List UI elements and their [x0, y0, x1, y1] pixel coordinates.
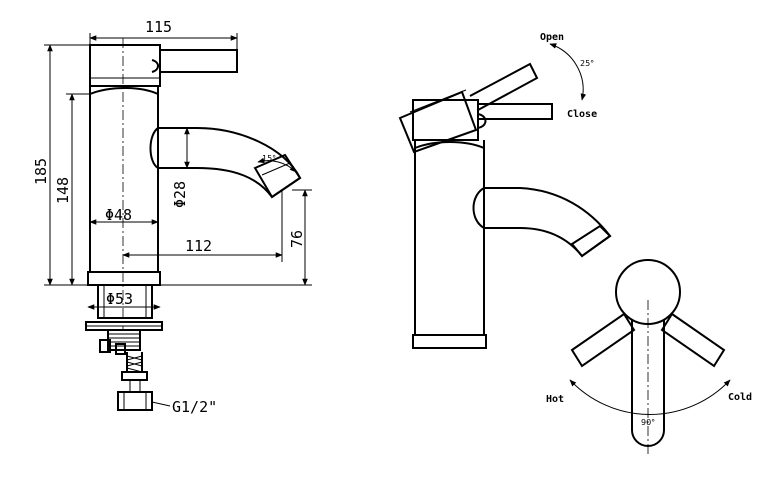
side-lever-block-inner: [409, 89, 467, 113]
spout-joint: [149, 127, 159, 169]
hot-label: Hot: [546, 394, 564, 405]
lever-open-label: Open: [540, 32, 564, 43]
lever-cold-position: [660, 312, 726, 368]
side-spout-tip: [570, 224, 612, 258]
hose-braid: [126, 355, 143, 373]
dim-base-diameter: Φ53: [106, 290, 133, 308]
supply-nut: [121, 371, 148, 381]
lever-angle-arc: [549, 43, 587, 101]
spout-angle-label: 15°: [262, 154, 276, 163]
side-body-top: [414, 141, 485, 149]
lever-angle-label: 25°: [580, 59, 594, 68]
rotation-angle-label: 90°: [641, 418, 655, 427]
shank-threads: [108, 333, 140, 347]
side-base: [412, 334, 487, 349]
side-knob: [477, 113, 487, 129]
dim-spout-reach: 112: [185, 237, 212, 255]
dim-overall-height: 185: [32, 158, 50, 185]
base-plate: [85, 321, 163, 331]
side-spout-joint: [472, 187, 485, 229]
lever-arm: [160, 49, 238, 73]
top-view: Hot Cold 90°: [546, 259, 752, 455]
supply-connector: [117, 391, 153, 411]
fitting-left: [99, 339, 111, 353]
front-view: 115 185 148 Φ28 Φ48 112 76 15° Φ53: [32, 18, 312, 416]
dim-body-diameter: Φ48: [105, 206, 132, 224]
spout-angle-arc: [257, 157, 297, 173]
side-view: Open Close 25°: [398, 32, 612, 349]
dim-overall-width: 115: [145, 18, 172, 36]
lever-close-position: [478, 103, 553, 120]
handle-cap: [89, 44, 161, 87]
rotation-arc: [569, 379, 731, 415]
thread-leader: [151, 401, 171, 407]
side-lever-block: [398, 90, 478, 154]
dim-spout-diameter: Φ28: [171, 181, 189, 208]
faucet-body: [89, 86, 159, 272]
side-body: [414, 140, 485, 335]
fitting-right: [115, 343, 126, 355]
thread-size-label: G1/2": [172, 398, 217, 416]
lever-hot-position: [570, 312, 636, 368]
cold-label: Cold: [728, 392, 752, 403]
dim-body-height: 148: [54, 177, 72, 204]
dim-spout-height: 76: [288, 230, 306, 248]
lever-open-position: [469, 62, 539, 111]
body-top-curve: [89, 87, 159, 95]
base-ring: [87, 271, 161, 286]
lever-close-label: Close: [567, 109, 597, 120]
lever-knob: [151, 59, 159, 73]
side-spout: [484, 187, 612, 258]
side-cap: [412, 99, 479, 141]
connector-lines: [123, 380, 147, 410]
